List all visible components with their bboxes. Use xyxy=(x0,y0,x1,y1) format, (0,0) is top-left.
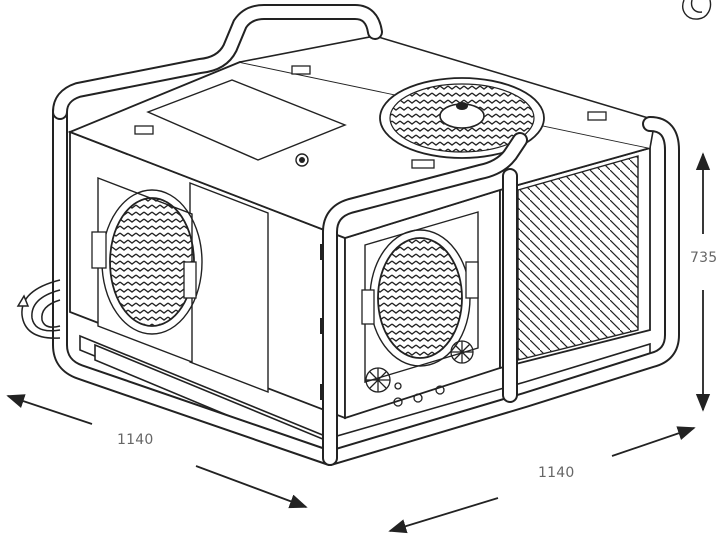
fan-grille-right xyxy=(377,237,463,359)
latch-icon xyxy=(183,261,197,299)
dim-arrow-width-left-b xyxy=(195,465,308,509)
access-door-panel xyxy=(189,181,269,394)
lifting-eye-icon xyxy=(587,111,607,121)
latch-icon xyxy=(91,231,107,269)
dimension-label-width-left: 1140 xyxy=(117,432,154,448)
dimension-label-width-right: 1140 xyxy=(538,465,575,481)
partial-part-top-right xyxy=(682,0,712,20)
top-hatch xyxy=(146,79,347,161)
top-fan xyxy=(379,77,545,159)
latch-icon xyxy=(361,289,375,325)
roll-cage xyxy=(52,4,680,466)
dim-arrow-width-right-b xyxy=(611,426,696,457)
lifting-eye-icon xyxy=(411,159,435,169)
fan-grille-left xyxy=(109,197,195,327)
dimension-label-height: 735 xyxy=(690,250,718,266)
hose-coil xyxy=(16,279,61,339)
latch-icon xyxy=(465,261,479,299)
lifting-eye-icon xyxy=(134,125,154,135)
lifting-eye-icon xyxy=(291,65,311,75)
dim-arrow-width-left-a xyxy=(6,394,93,425)
dimension-lines xyxy=(6,152,711,534)
top-surface xyxy=(67,35,656,239)
dim-arrow-width-right-a xyxy=(388,497,499,534)
